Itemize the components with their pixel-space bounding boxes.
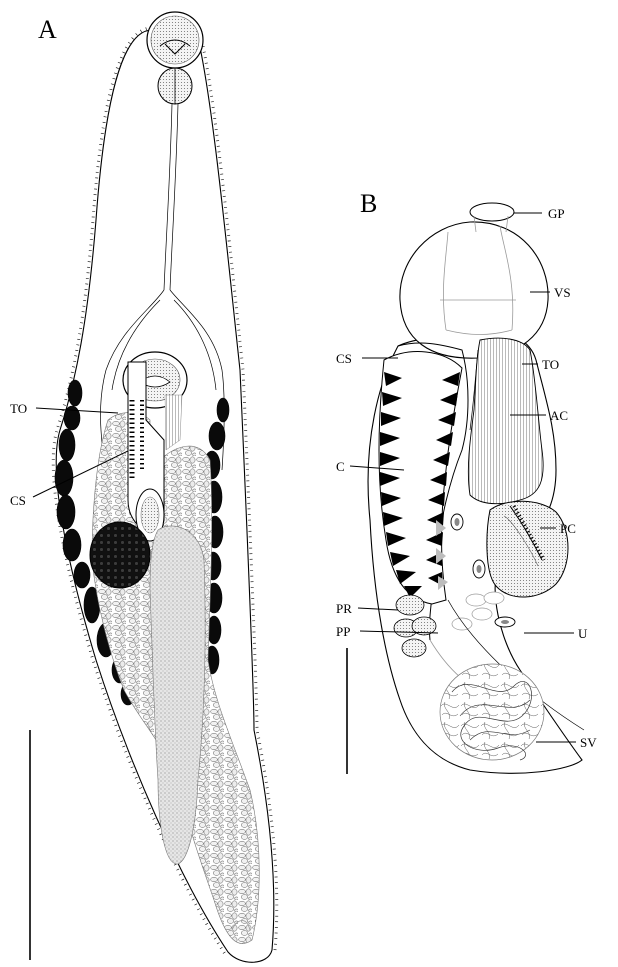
label-to: TO — [10, 401, 27, 416]
label-pc: PC — [560, 521, 576, 536]
seminal-vesicle — [440, 664, 544, 760]
label-pr: PR — [336, 601, 352, 616]
terminal-organ-b — [468, 338, 543, 504]
label-ac: AC — [550, 408, 568, 423]
label-gp: GP — [548, 206, 565, 221]
label-c: C — [336, 459, 345, 474]
panel-b: B — [336, 189, 597, 774]
panel-a-letter: A — [38, 15, 57, 44]
oral-sucker — [147, 12, 203, 68]
ovary — [90, 522, 150, 588]
ventral-sucker-b — [400, 222, 548, 358]
label-pp: PP — [336, 624, 350, 639]
posterior-chamber — [487, 501, 568, 597]
label-to-b: TO — [542, 357, 559, 372]
label-u: U — [578, 626, 588, 641]
label-cs: CS — [10, 493, 26, 508]
label-cs-b: CS — [336, 351, 352, 366]
panel-a: A — [10, 12, 277, 962]
label-sv: SV — [580, 735, 597, 750]
panel-b-letter: B — [360, 189, 377, 218]
label-vs: VS — [554, 285, 571, 300]
pharynx — [158, 68, 192, 104]
